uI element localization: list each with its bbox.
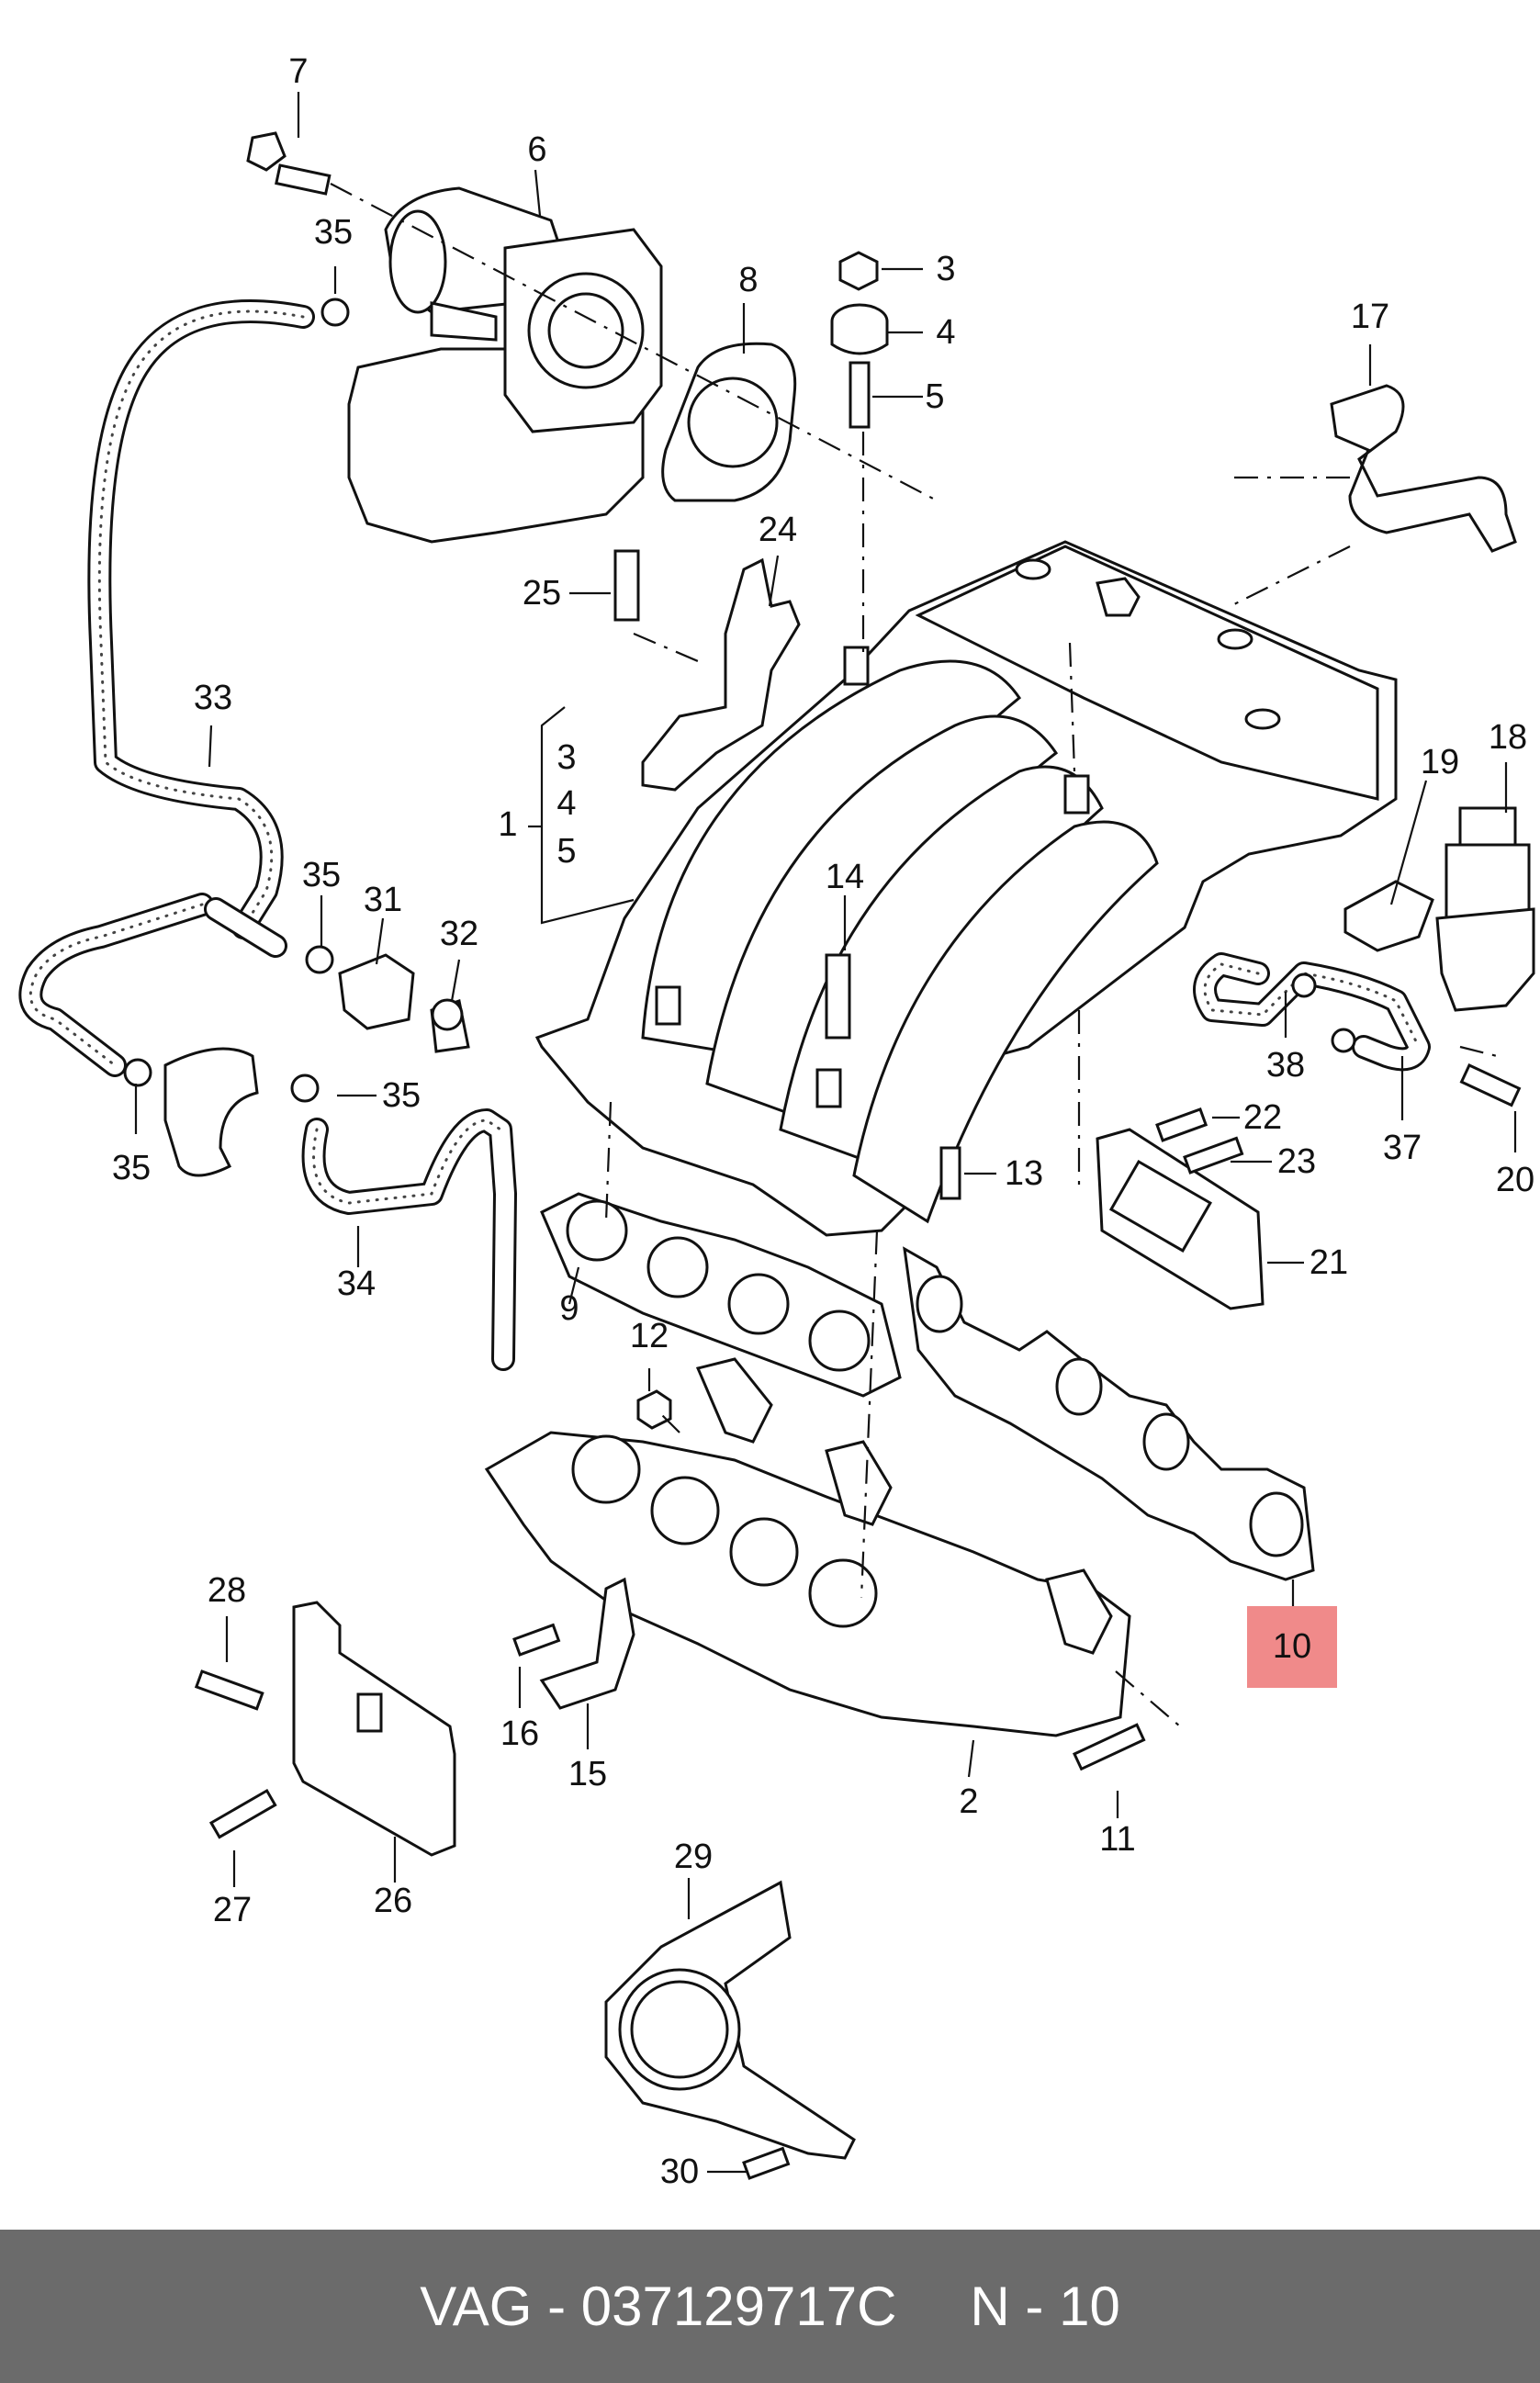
part-label-p23[interactable]: 23 [1276, 1142, 1317, 1181]
heat-shield-29-drawing [604, 1880, 856, 2160]
part-label-p3b[interactable]: 3 [556, 738, 577, 777]
part-label-p26[interactable]: 26 [373, 1882, 413, 1920]
leader-lines [134, 92, 1517, 2174]
gasket-19-drawing [1343, 880, 1434, 952]
part-label-p25[interactable]: 25 [522, 574, 562, 613]
bolt-14-drawing [825, 953, 851, 1040]
part-label-p29[interactable]: 29 [673, 1838, 714, 1876]
part-label-p3a[interactable]: 3 [936, 250, 956, 288]
part-label-p7[interactable]: 7 [288, 52, 309, 91]
part-label-p6[interactable]: 6 [527, 130, 547, 169]
gasket-9-drawing [540, 1192, 902, 1398]
bolt-25-drawing [613, 549, 640, 622]
hose-34-drawing [301, 1108, 517, 1371]
part-label-p33[interactable]: 33 [193, 679, 233, 717]
bracket-24-drawing [641, 557, 801, 792]
part-label-p4b[interactable]: 4 [556, 784, 577, 823]
part-label-p31[interactable]: 31 [363, 881, 403, 919]
intake-manifold-drawing [534, 540, 1398, 1237]
part-label-p15[interactable]: 15 [568, 1755, 608, 1793]
bolt-27-drawing [208, 1788, 277, 1839]
clamp-38-drawing [1331, 1028, 1356, 1053]
part-label-p13[interactable]: 13 [1004, 1154, 1044, 1193]
part-label-p12[interactable]: 12 [629, 1317, 669, 1355]
footer-position: N - 10 [970, 2276, 1120, 2337]
footer-bar: VAG - 037129717C N - 10 [0, 2230, 1540, 2383]
part-label-p17[interactable]: 17 [1350, 298, 1390, 336]
bolt-22-drawing [1155, 1107, 1208, 1142]
part-label-p32[interactable]: 32 [439, 915, 479, 953]
part-label-p8[interactable]: 8 [738, 261, 759, 299]
clamp-35-drawing [290, 1073, 320, 1103]
nut-12-drawing [636, 1389, 672, 1430]
part-label-p22[interactable]: 22 [1242, 1098, 1283, 1137]
part-label-p2[interactable]: 2 [959, 1782, 979, 1821]
egr-valve-18-drawing [1435, 806, 1535, 1012]
part-label-p28[interactable]: 28 [207, 1571, 247, 1610]
part-label-p14[interactable]: 14 [825, 858, 865, 896]
part-label-p38[interactable]: 38 [1265, 1046, 1306, 1085]
part-label-p35a[interactable]: 35 [313, 213, 354, 252]
part-label-p27[interactable]: 27 [212, 1891, 253, 1929]
part-label-p21[interactable]: 21 [1309, 1243, 1349, 1282]
bolt-11-drawing [1073, 1723, 1146, 1771]
assembly-lines [330, 183, 1498, 1727]
bracket-26-drawing [292, 1601, 456, 1857]
part-label-p4a[interactable]: 4 [936, 313, 956, 352]
part-label-p18[interactable]: 18 [1488, 718, 1528, 757]
highlighted-part-10[interactable]: 10 [1247, 1606, 1337, 1688]
elbow-drawing [163, 1047, 259, 1177]
bolt-20-drawing [1459, 1063, 1522, 1107]
clamp-35-drawing [320, 298, 350, 327]
clamp-32-drawing [431, 998, 464, 1031]
clamp-35-drawing [123, 1058, 152, 1087]
part-label-p5b[interactable]: 5 [556, 832, 577, 871]
part-label-p11[interactable]: 11 [1099, 1820, 1136, 1859]
clamp-35-drawing [305, 945, 334, 974]
part-label-p5a[interactable]: 5 [925, 377, 945, 416]
part-label-p19[interactable]: 19 [1420, 743, 1460, 781]
bolt-30-drawing [742, 2146, 791, 2180]
part-label-p30[interactable]: 30 [659, 2153, 700, 2191]
parts-diagram [18, 92, 1535, 2180]
bolt-23-drawing [1183, 1136, 1244, 1175]
part-label-p35c[interactable]: 35 [381, 1076, 422, 1115]
bolt-16-drawing [512, 1623, 561, 1657]
throttle-body-drawing [347, 186, 663, 544]
part-label-p35b[interactable]: 35 [301, 856, 342, 894]
part-label-p37[interactable]: 37 [1382, 1129, 1422, 1167]
hose-33-drawing [18, 299, 315, 1077]
part-label-p1[interactable]: 1 [498, 805, 518, 844]
bolt-13-drawing [939, 1146, 961, 1200]
part-label-p20[interactable]: 20 [1495, 1161, 1535, 1199]
highlighted-part-label: 10 [1272, 1627, 1312, 1666]
exhaust-manifold-drawing [484, 1357, 1131, 1737]
mount-3-4-5-drawing [830, 251, 889, 429]
egr-pipe-17-drawing [1330, 384, 1517, 553]
clamp-38-drawing [1291, 972, 1317, 998]
footer-part-number: VAG - 037129717C [420, 2276, 897, 2337]
bolt-28-drawing [194, 1669, 264, 1711]
bracket-15-drawing [539, 1577, 635, 1710]
gasket-10-drawing [903, 1246, 1315, 1581]
part-label-p34[interactable]: 34 [336, 1265, 377, 1303]
part-label-p16[interactable]: 16 [500, 1714, 540, 1753]
hose-37-drawing [1193, 952, 1431, 1072]
bolt-7-drawing [246, 131, 332, 196]
part-label-p35d[interactable]: 35 [111, 1149, 152, 1187]
part-label-p24[interactable]: 24 [758, 511, 798, 549]
part-label-p9[interactable]: 9 [559, 1289, 579, 1328]
